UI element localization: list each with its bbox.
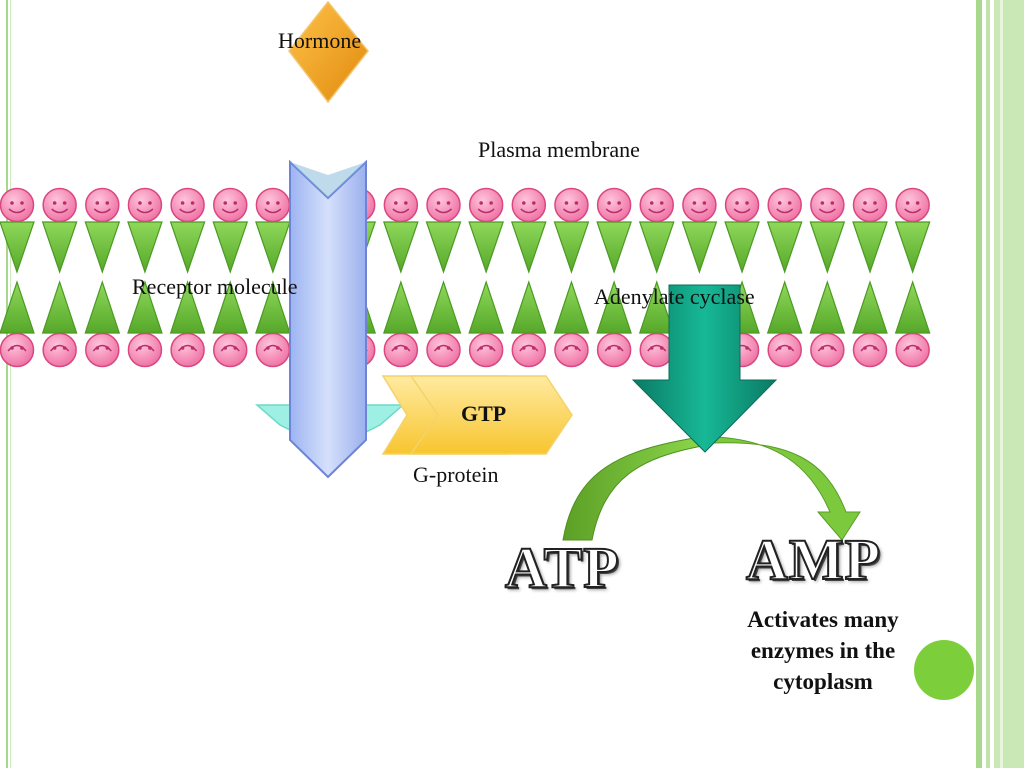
lipid-tail-upper-12 xyxy=(510,221,547,274)
lipid-tail-lower-19 xyxy=(809,280,846,334)
phospholipid-head-lower-5 xyxy=(213,332,248,368)
phospholipid-head-upper-16 xyxy=(682,187,717,223)
lipid-tail-upper-0 xyxy=(0,221,35,274)
phospholipid-head-upper-9 xyxy=(383,187,419,223)
phospholipid-head-lower-9 xyxy=(383,332,419,368)
phospholipid-head-upper-5 xyxy=(213,187,248,223)
phospholipid-head-upper-0 xyxy=(0,187,35,223)
amp-arc-arrow xyxy=(711,436,861,541)
phospholipid-head-lower-20 xyxy=(852,332,888,368)
lipid-tail-lower-12 xyxy=(510,280,547,334)
phospholipid-heads-upper xyxy=(0,187,930,223)
phospholipid-head-upper-12 xyxy=(511,187,547,223)
phospholipid-heads-lower xyxy=(0,332,930,368)
phospholipid-head-lower-15 xyxy=(639,332,674,368)
atp-label: ATP xyxy=(504,534,620,601)
phospholipid-head-lower-12 xyxy=(511,332,547,368)
phospholipid-head-upper-21 xyxy=(895,187,930,223)
phospholipid-head-lower-21 xyxy=(895,332,930,368)
receptor-notch xyxy=(290,162,366,198)
lipid-tail-upper-18 xyxy=(766,221,803,274)
lipid-tail-upper-6 xyxy=(255,221,291,274)
phospholipid-head-lower-3 xyxy=(127,332,163,368)
phospholipid-head-upper-18 xyxy=(767,187,802,223)
lipid-tail-upper-2 xyxy=(84,221,121,274)
lipid-tails-upper xyxy=(0,221,931,274)
phospholipid-head-upper-19 xyxy=(810,187,845,223)
phospholipid-head-lower-0 xyxy=(0,332,35,368)
phospholipid-head-upper-15 xyxy=(639,187,674,223)
slide-frame xyxy=(6,0,1024,768)
lipid-tail-upper-21 xyxy=(894,221,931,274)
lipid-tail-lower-20 xyxy=(852,280,888,334)
gtp-label: GTP xyxy=(461,401,507,426)
receptor-molecule xyxy=(289,159,367,479)
lipid-tail-upper-16 xyxy=(681,221,718,274)
lipid-tail-upper-11 xyxy=(468,221,504,274)
phospholipid-head-lower-4 xyxy=(170,332,205,368)
lipid-tail-lower-2 xyxy=(84,280,121,334)
g-protein-label: G-protein xyxy=(413,462,499,487)
hormone-diamond xyxy=(288,0,369,104)
phospholipid-head-lower-1 xyxy=(42,332,77,368)
lipid-tail-lower-18 xyxy=(766,280,803,334)
lipid-tail-upper-5 xyxy=(212,221,249,274)
plasma-membrane-label: Plasma membrane xyxy=(478,137,640,162)
phospholipid-head-lower-18 xyxy=(767,332,802,368)
hormone-label: Hormone xyxy=(278,28,362,53)
lipid-tail-lower-9 xyxy=(383,280,419,334)
phospholipid-head-upper-3 xyxy=(127,187,163,223)
amp-label: AMP xyxy=(745,526,882,593)
lipid-tail-lower-1 xyxy=(41,280,78,334)
phospholipid-head-upper-6 xyxy=(255,187,291,223)
phospholipid-head-upper-13 xyxy=(554,187,589,223)
bullet-circle xyxy=(914,640,974,700)
adenylate-cyclase-label: Adenylate cyclase xyxy=(594,284,755,309)
lipid-tail-lower-21 xyxy=(894,280,931,334)
lipid-tail-upper-20 xyxy=(852,221,888,274)
lipid-tail-lower-13 xyxy=(553,280,590,334)
lipid-tail-upper-15 xyxy=(638,221,675,274)
lipid-tail-upper-3 xyxy=(127,221,163,274)
lipid-tail-lower-11 xyxy=(468,280,504,334)
phospholipid-head-upper-17 xyxy=(724,187,760,223)
phospholipid-head-lower-13 xyxy=(554,332,589,368)
gtp-chevron xyxy=(409,375,573,455)
phospholipid-head-lower-19 xyxy=(810,332,845,368)
phospholipid-head-upper-2 xyxy=(85,187,120,223)
lipid-tail-lower-10 xyxy=(425,280,462,334)
phospholipid-head-lower-2 xyxy=(85,332,120,368)
lipid-tail-upper-4 xyxy=(169,221,206,274)
phospholipid-head-lower-14 xyxy=(596,332,632,368)
lipid-tail-upper-14 xyxy=(596,221,632,274)
lipid-tail-upper-9 xyxy=(383,221,419,274)
phospholipid-head-lower-6 xyxy=(255,332,291,368)
lipid-tail-upper-13 xyxy=(553,221,590,274)
phospholipid-head-upper-1 xyxy=(42,187,77,223)
phospholipid-head-upper-11 xyxy=(468,187,504,223)
lipid-tail-upper-1 xyxy=(41,221,78,274)
lipid-tail-lower-0 xyxy=(0,280,35,334)
phospholipid-head-upper-4 xyxy=(170,187,205,223)
atp-arc-arrow xyxy=(562,436,703,541)
phospholipid-head-lower-11 xyxy=(468,332,504,368)
lipid-tail-upper-17 xyxy=(724,221,760,274)
lipid-tail-upper-19 xyxy=(809,221,846,274)
phospholipid-head-upper-14 xyxy=(596,187,632,223)
activates-enzymes-text: Activates many enzymes in the cytoplasm xyxy=(747,607,899,694)
adenylate-cyclase-arrow xyxy=(631,284,778,453)
phospholipid-head-upper-10 xyxy=(426,187,461,223)
lipid-tail-upper-10 xyxy=(425,221,462,274)
phospholipid-head-upper-20 xyxy=(852,187,888,223)
phospholipid-head-lower-10 xyxy=(426,332,461,368)
receptor-molecule-label: Receptor molecule xyxy=(132,274,298,299)
